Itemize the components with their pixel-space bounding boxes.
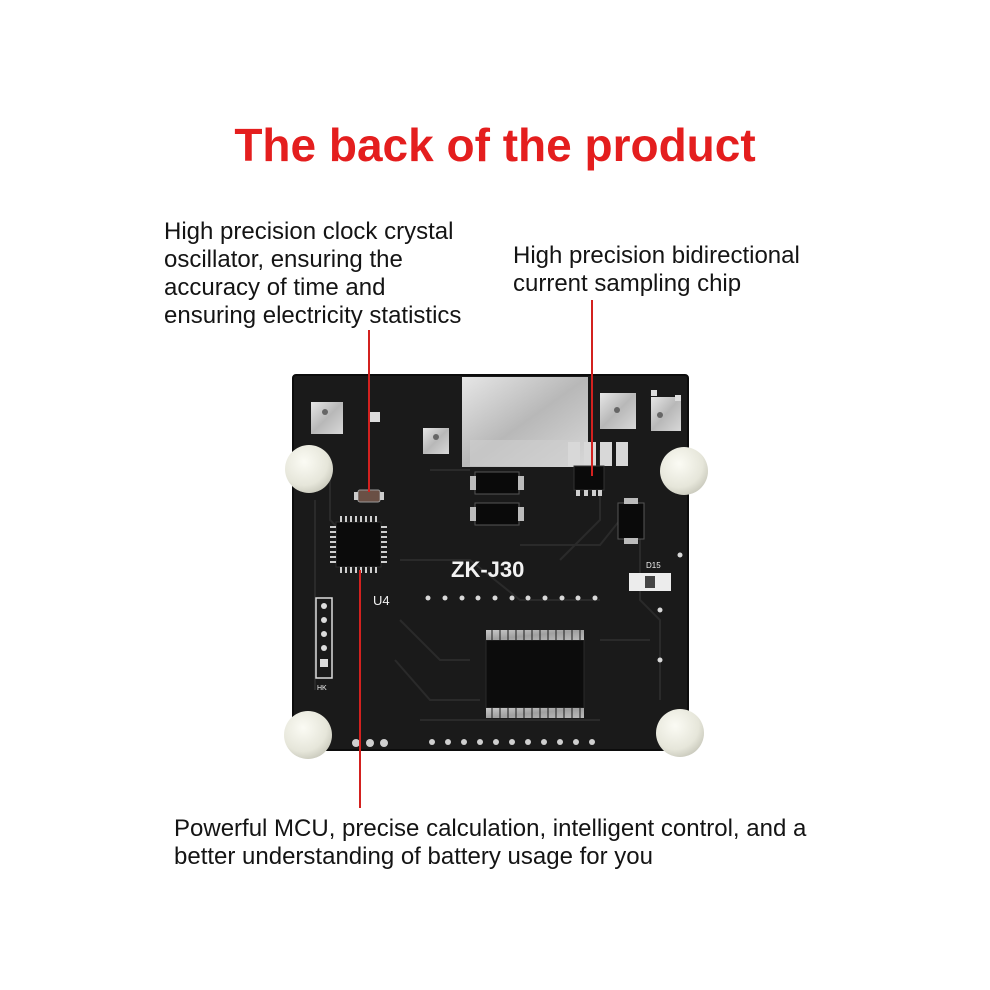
mcu-chip xyxy=(335,521,382,568)
crystal-annotation-line: High precision clock crystal xyxy=(164,218,454,245)
current-chip-annotation-line: current sampling chip xyxy=(513,270,742,297)
crystal-annotation-line: oscillator, ensuring the xyxy=(164,246,403,273)
leader-line-mcu xyxy=(359,570,361,808)
pin-header xyxy=(315,597,333,679)
led-ref-label: D15 xyxy=(646,561,661,570)
smd-component xyxy=(617,502,645,540)
mcu-annotation-line: Powerful MCU, precise calculation, intel… xyxy=(174,815,807,842)
via-row xyxy=(425,552,683,663)
current-chip-annotation: High precision bidirectional current sam… xyxy=(513,242,800,298)
leader-line-crystal xyxy=(368,330,370,492)
crystal-annotation-line: ensuring electricity statistics xyxy=(164,302,462,329)
bottom-pins xyxy=(352,739,595,747)
pad xyxy=(423,428,449,454)
mcu-pins xyxy=(330,516,387,573)
mcu-annotation-line: better understanding of battery usage fo… xyxy=(174,843,653,870)
current-sampling-chip xyxy=(573,465,605,491)
board-model-label: ZK-J30 xyxy=(451,557,524,582)
chip-ref-label: U4 xyxy=(373,593,390,608)
rubber-feet xyxy=(284,445,708,759)
page-title: The back of the product xyxy=(234,119,756,171)
driver-ic xyxy=(485,639,585,709)
header-label: HK xyxy=(317,685,327,692)
mcu-annotation: Powerful MCU, precise calculation, intel… xyxy=(174,815,806,871)
driver-ic-pins xyxy=(486,630,584,718)
smd-component xyxy=(474,471,520,495)
crystal-annotation-line: accuracy of time and xyxy=(164,274,386,301)
current-chip-annotation-line: High precision bidirectional xyxy=(513,242,800,269)
pad xyxy=(651,397,681,431)
leader-line-chip xyxy=(591,300,593,476)
pad xyxy=(311,402,343,434)
smd-component xyxy=(474,502,520,526)
crystal-annotation: High precision clock crystal oscillator,… xyxy=(164,218,461,330)
